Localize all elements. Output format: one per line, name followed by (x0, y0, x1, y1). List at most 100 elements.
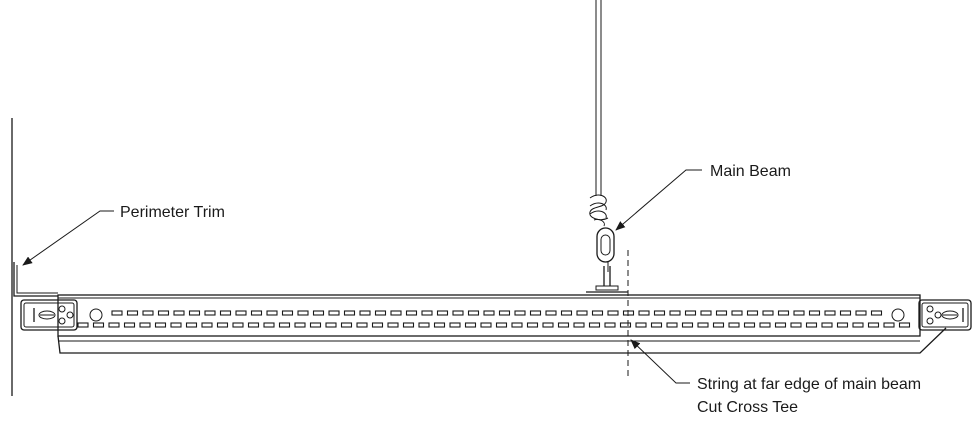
cross-tee-slot (514, 310, 526, 316)
cross-tee-slot (759, 322, 771, 328)
cross-tee-slot (247, 322, 260, 328)
cross-tee-slot (638, 310, 650, 316)
cross-tee-slot (433, 322, 446, 328)
cross-tee-slot (836, 322, 849, 328)
cross-tee-slot (126, 310, 139, 316)
cross-tee-slot (328, 310, 340, 316)
cross-tee-slot (604, 322, 616, 328)
cross-tee-slot (204, 310, 216, 316)
cross-tee-slot (154, 322, 167, 328)
cross-tee-slot (746, 310, 759, 316)
cross-tee-slot (483, 310, 495, 316)
cross-tee-slot (405, 310, 418, 316)
cross-tee-slot (374, 310, 387, 316)
cross-tee-slot (216, 322, 229, 328)
cross-tee-slot (545, 310, 557, 316)
cross-tee-slot (669, 310, 681, 316)
cross-tee-slot (418, 322, 430, 328)
cross-tee-slot (495, 322, 508, 328)
cross-tee-slot (266, 310, 278, 316)
cross-tee-slot (728, 322, 740, 328)
cross-tee-slot (619, 322, 632, 328)
cross-tee-slot (402, 322, 415, 328)
cross-tee-slot (449, 322, 461, 328)
cut-cross-tee-label: Cut Cross Tee (697, 399, 798, 416)
cross-tee-slot (697, 322, 709, 328)
cross-tee-slot (452, 310, 464, 316)
cross-tee-slot (777, 310, 790, 316)
cross-tee-slot (77, 322, 89, 328)
cross-tee-slot (576, 310, 588, 316)
cross-tee-slot (855, 310, 867, 316)
cross-tee-slot (731, 310, 743, 316)
perimeter-trim-label: Perimeter Trim (120, 204, 225, 221)
cross-tee-slot (700, 310, 712, 316)
cross-tee-slot (808, 310, 821, 316)
cross-tee-slot (712, 322, 725, 328)
cross-tee-slot (170, 322, 182, 328)
cross-tee-slot (250, 310, 263, 316)
cross-tee-slot (542, 322, 554, 328)
cross-tee-slot (111, 310, 123, 316)
cross-tee-slot (666, 322, 678, 328)
cross-tee-slot (235, 310, 247, 316)
cross-tee-slot (480, 322, 492, 328)
cross-tee-slot (92, 322, 105, 328)
cross-tee-slot (588, 322, 601, 328)
cross-tee-slot (790, 322, 802, 328)
cross-tee-slot (821, 322, 833, 328)
cross-tee-slot (867, 322, 880, 328)
cross-tee-slot (108, 322, 120, 328)
cross-tee-slot (263, 322, 275, 328)
main-beam-leader (615, 169, 702, 231)
cross-tee-slot (343, 310, 356, 316)
cross-tee-slot (173, 310, 185, 316)
cross-tee-slot (560, 310, 573, 316)
cross-tee-slot (356, 322, 368, 328)
cross-tee-slot (188, 310, 201, 316)
cross-tee-slot (824, 310, 836, 316)
cross-tee-slot (157, 310, 170, 316)
cross-tee-slot (359, 310, 371, 316)
cross-tee-slot (839, 310, 852, 316)
cross-tee-slot (467, 310, 480, 316)
cross-tee-slot (312, 310, 325, 316)
main-beam-section (586, 266, 628, 293)
cross-tee-slot (185, 322, 198, 328)
cross-tee-slot (715, 310, 728, 316)
cross-tee-slot (123, 322, 136, 328)
cross-tee-slot (650, 322, 663, 328)
string-leader (630, 339, 690, 384)
cross-tee-slot (511, 322, 523, 328)
cross-tee-slot (201, 322, 213, 328)
cross-tee-slot (390, 310, 402, 316)
cross-tee-slot (870, 310, 883, 316)
cross-tee-slot (653, 310, 666, 316)
left-end-connector (20, 299, 78, 331)
right-end-connector (918, 299, 972, 331)
cross-tee-slot (743, 322, 756, 328)
perimeter-trim (13, 262, 58, 297)
cross-tee-slot (387, 322, 399, 328)
cross-tee-slot (681, 322, 694, 328)
cross-tee-slot (635, 322, 647, 328)
cross-tee-slot (142, 310, 154, 316)
cross-tee-slot (294, 322, 306, 328)
string-note-label: String at far edge of main beam (697, 376, 921, 393)
cross-tee-slot (340, 322, 353, 328)
cross-tee-slot (852, 322, 864, 328)
perimeter-trim-leader (22, 210, 114, 266)
cross-tee-slot (762, 310, 774, 316)
cross-tee-slot (526, 322, 539, 328)
cross-tee-slot (219, 310, 232, 316)
cross-tee-slot (793, 310, 805, 316)
cross-tee-slot (464, 322, 477, 328)
cross-tee-slot (573, 322, 585, 328)
cross-tee (57, 294, 947, 354)
cross-tee-slot (898, 322, 911, 328)
cross-tee-slot (421, 310, 433, 316)
cross-tee-slot (607, 310, 619, 316)
cross-tee-slot (232, 322, 244, 328)
cross-tee-slot (883, 322, 895, 328)
